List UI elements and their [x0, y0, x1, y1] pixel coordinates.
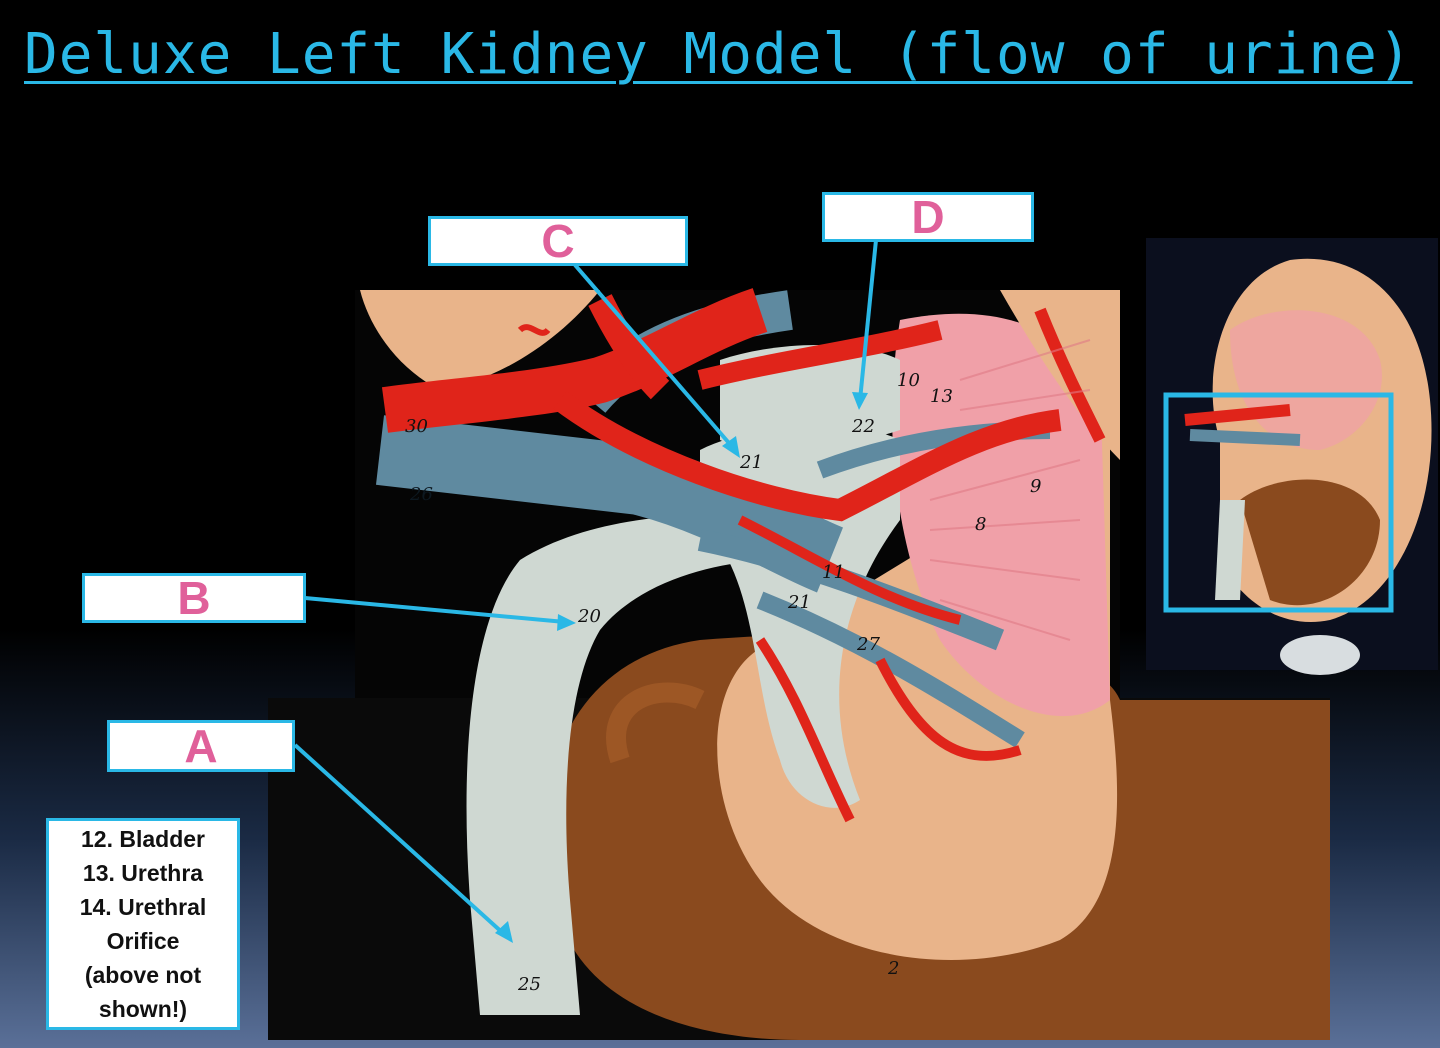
- model-number-2: 2: [888, 958, 900, 979]
- page-title: Deluxe Left Kidney Model (flow of urine): [24, 22, 1413, 87]
- label-a-text: A: [184, 720, 218, 772]
- model-number-10: 10: [897, 370, 920, 391]
- label-c-text: C: [541, 215, 575, 267]
- label-box-d[interactable]: D: [822, 191, 1034, 243]
- model-number-25: 25: [518, 974, 541, 995]
- model-number-11: 11: [822, 562, 845, 583]
- inset-highlight-box: [1163, 392, 1394, 613]
- model-number-30: 30: [405, 416, 428, 437]
- model-number-21-lower: 21: [788, 592, 811, 613]
- legend-line: 12. Bladder: [81, 826, 205, 852]
- legend-line: 14. Urethral: [79, 894, 207, 920]
- model-number-27: 27: [857, 634, 880, 655]
- label-d-text: D: [911, 191, 945, 243]
- model-number-26: 26: [410, 484, 433, 505]
- legend-line: 13. Urethra: [82, 860, 204, 886]
- label-box-b[interactable]: B: [82, 572, 306, 624]
- model-number-21-upper: 21: [740, 452, 763, 473]
- model-number-22: 22: [852, 416, 875, 437]
- model-number-20: 20: [578, 606, 601, 627]
- model-number-9: 9: [1030, 476, 1042, 497]
- legend-line: Orifice: [106, 928, 180, 954]
- label-box-a[interactable]: A: [107, 720, 295, 772]
- label-box-c[interactable]: C: [428, 215, 688, 267]
- legend-box: 12. Bladder 13. Urethra 14. Urethral Ori…: [46, 818, 240, 1030]
- legend-line: (above not: [84, 962, 202, 988]
- model-number-13: 13: [930, 386, 953, 407]
- legend-line: shown!): [98, 996, 188, 1022]
- label-b-text: B: [177, 572, 211, 624]
- model-number-8: 8: [975, 514, 987, 535]
